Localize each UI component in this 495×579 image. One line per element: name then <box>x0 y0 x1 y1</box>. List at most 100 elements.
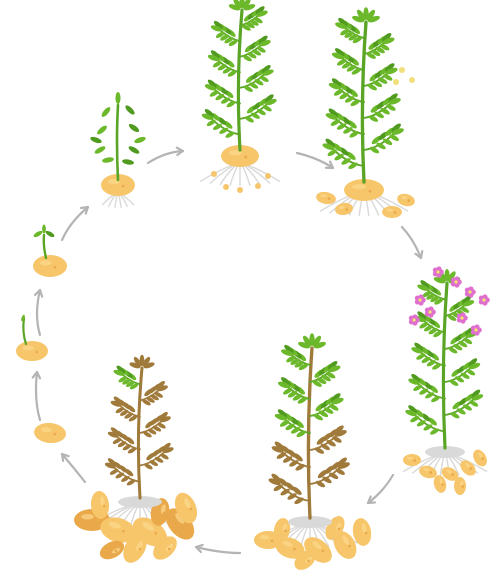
seed-potato-icon <box>33 422 67 445</box>
tuber-eye <box>348 545 351 548</box>
flower-bud <box>393 79 399 85</box>
tuber-eye <box>54 433 57 436</box>
cycle-arrows <box>33 148 423 553</box>
tuber-eye <box>451 473 454 476</box>
tuber-eye <box>244 156 247 159</box>
potato-tuber <box>33 422 67 445</box>
tuber-eye <box>365 532 368 535</box>
tuber-eye <box>293 548 296 551</box>
tuber-eye <box>441 483 444 486</box>
leaf <box>94 145 107 155</box>
tuber-eye <box>36 351 39 354</box>
leaf <box>122 158 135 165</box>
tuber-initiation-icon <box>315 7 416 218</box>
leaf <box>96 124 108 136</box>
potato-tuber <box>403 454 421 466</box>
tuber-eye <box>407 199 410 202</box>
cycle-arrow-line <box>148 151 183 163</box>
stolon-tip <box>255 183 261 189</box>
tuber-eye <box>338 528 341 531</box>
flower-center <box>428 310 431 313</box>
tuber-eye <box>163 512 166 515</box>
stem <box>117 105 118 180</box>
cycle-arrow-line <box>62 207 88 240</box>
tuber-eye <box>190 508 193 511</box>
leaf <box>33 230 44 239</box>
stolon-tip <box>211 171 217 177</box>
stem <box>23 318 26 344</box>
tuber-eye <box>184 524 187 527</box>
tuber-eye <box>284 530 287 533</box>
tuber-eye <box>322 550 325 553</box>
tuber-eye <box>345 208 348 211</box>
flower-center <box>460 316 463 319</box>
tuber-eye <box>122 185 125 188</box>
flower-center <box>474 328 477 331</box>
tuber-eye <box>154 532 157 535</box>
potato-tuber <box>33 255 67 277</box>
tuber-highlight <box>407 457 413 460</box>
flower-center <box>468 290 471 293</box>
sprouting-tuber-icon <box>16 314 48 361</box>
seedling-icon <box>33 225 67 278</box>
flower-center <box>412 318 415 321</box>
tuber-eye <box>328 197 331 200</box>
leaf <box>42 225 46 234</box>
tuber-eye <box>54 266 57 269</box>
tuber-eye <box>413 459 416 462</box>
flower-center <box>454 280 457 283</box>
tuber-highlight <box>40 260 52 266</box>
tuber-highlight <box>22 346 33 351</box>
tuber-bulking-icon <box>254 333 373 574</box>
flower-bud <box>399 67 405 73</box>
tuber-eye <box>469 467 472 470</box>
tuber-eye <box>429 471 432 474</box>
tuber-eye <box>307 560 310 563</box>
potato-tuber <box>454 477 466 495</box>
tuber-highlight <box>352 184 366 190</box>
leaf <box>115 92 120 104</box>
flower-bud <box>409 77 415 83</box>
cycle-arrow-line <box>196 547 240 553</box>
tuber-highlight <box>386 209 393 212</box>
stolon-tip <box>265 173 271 179</box>
tuber-eye <box>96 520 99 523</box>
stolon-tip <box>237 187 243 193</box>
tuber-eye <box>103 505 106 508</box>
cycle-arrow-line <box>62 454 85 482</box>
cycle-arrow-line <box>402 227 421 258</box>
potato-tuber <box>16 341 48 361</box>
flower-center <box>418 298 421 301</box>
stem <box>44 235 46 258</box>
stolon-tip <box>223 184 229 190</box>
tuber-eye <box>115 550 118 553</box>
tuber-eye <box>394 211 397 214</box>
potato-tuber <box>382 206 402 218</box>
leaf <box>45 230 56 239</box>
stem <box>238 10 242 150</box>
leaf <box>100 106 112 118</box>
flowering-plant-icon <box>403 266 490 495</box>
leaf <box>89 136 102 145</box>
young-plant-icon <box>89 92 146 208</box>
tuber-eye <box>271 540 274 543</box>
tuber-highlight <box>81 514 94 520</box>
tuber-eye <box>139 548 142 551</box>
leaf <box>133 136 146 145</box>
tuber-eye <box>168 548 171 551</box>
leaf <box>128 145 141 155</box>
senescent-plant-icon <box>74 355 201 567</box>
flower-center <box>436 270 439 273</box>
leaf <box>124 104 136 116</box>
leaf <box>102 156 115 163</box>
tuber-eye <box>369 190 372 193</box>
tuber-eye <box>461 485 464 488</box>
vegetative-plant-icon <box>200 0 280 193</box>
cycle-arrow-line <box>37 290 40 335</box>
potato-tuber <box>334 202 354 217</box>
tuber-highlight <box>260 535 270 540</box>
tuber-eye <box>122 530 125 533</box>
tuber-eye <box>481 457 484 460</box>
